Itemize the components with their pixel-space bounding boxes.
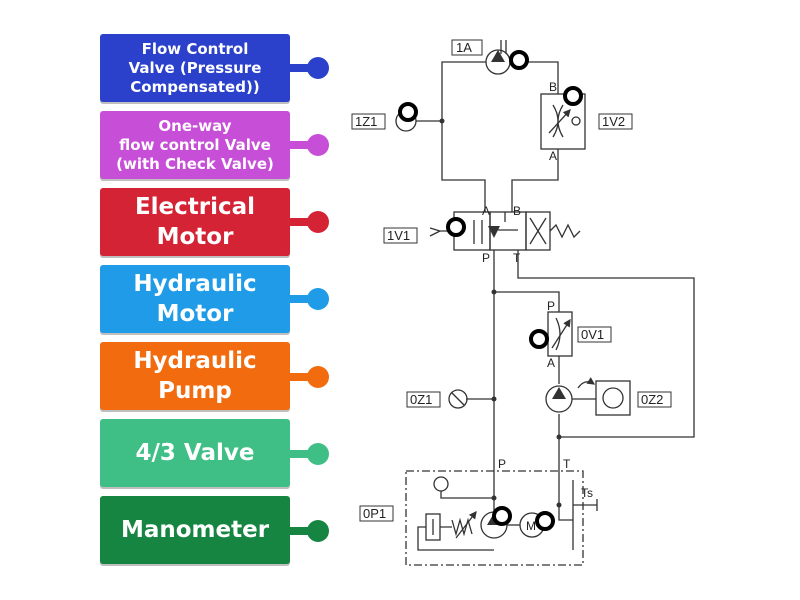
port-T-0P1: T: [563, 457, 571, 471]
line-1A-to-1V2: [441, 61, 486, 212]
tile-line: Manometer: [120, 517, 270, 543]
line-to-0V1: [494, 291, 560, 312]
label-0Z1: 0Z1: [410, 392, 432, 407]
drag-handle-hydraulic-pump[interactable]: [307, 366, 329, 388]
tile-line: (with Check Valve): [116, 154, 274, 173]
tile-valve-43[interactable]: 4/3 Valve: [100, 419, 290, 487]
label-0P1: 0P1: [363, 506, 386, 521]
drag-handle-hydraulic-motor[interactable]: [307, 288, 329, 310]
label-1Z1: 1Z1: [355, 114, 377, 129]
tile-line: One-way: [158, 116, 232, 135]
port-B-1V2: B: [549, 80, 557, 94]
label-0Z2: 0Z2: [641, 392, 663, 407]
drag-handle-flow-control-valve[interactable]: [307, 57, 329, 79]
tile-manometer[interactable]: Manometer: [100, 496, 290, 564]
line-T-return: [517, 250, 695, 438]
drag-handle-electrical-motor[interactable]: [307, 211, 329, 233]
label-1V1: 1V1: [387, 228, 410, 243]
1V2-valve-symbol: [540, 93, 586, 150]
drop-target-1V1[interactable]: [446, 217, 466, 237]
port-B-1V1: B: [513, 204, 521, 218]
label-1A: 1A: [456, 40, 472, 55]
port-P-1V1: P: [482, 251, 490, 265]
connector-bar: [286, 527, 316, 535]
connector-bar: [286, 218, 316, 226]
drop-target-1V2[interactable]: [563, 86, 583, 106]
tile-line: Compensated)): [130, 77, 260, 96]
connector-bar: [286, 64, 316, 72]
0P1-power-unit-box: [405, 470, 584, 566]
connector-bar: [286, 373, 316, 381]
label-0V1: 0V1: [581, 327, 604, 342]
tile-line: Flow Control: [141, 39, 249, 58]
tile-line: Pump: [158, 378, 232, 404]
connector-bar: [286, 141, 316, 149]
motor-letter: M: [526, 519, 536, 533]
port-A-0V1: A: [547, 356, 555, 370]
drop-target-1A[interactable]: [509, 50, 529, 70]
drop-target-0P1-pump[interactable]: [492, 506, 512, 526]
port-A-1V1: A: [482, 204, 490, 218]
line-1V2-to-valve: [511, 160, 559, 212]
0V1-valve-symbol: [547, 311, 573, 357]
line-0Z2-to-T: [558, 414, 573, 521]
tile-line: Hydraulic: [133, 271, 257, 297]
connector-bar: [286, 295, 316, 303]
port-P-0P1: P: [498, 457, 506, 471]
port-T-1V1: T: [513, 251, 521, 265]
drop-target-0V1[interactable]: [529, 329, 549, 349]
port-Ts: Ts: [581, 486, 593, 500]
drag-handle-valve-43[interactable]: [307, 443, 329, 465]
port-A-1V2: A: [549, 149, 557, 163]
drag-handle-manometer[interactable]: [307, 520, 329, 542]
tile-line: flow control Valve: [119, 135, 271, 154]
drag-handle-one-way-flow-control[interactable]: [307, 134, 329, 156]
port-P-0V1: P: [547, 299, 555, 313]
tile-line: 4/3 Valve: [135, 440, 255, 466]
tile-line: Electrical: [134, 194, 256, 220]
label-1V2: 1V2: [602, 114, 625, 129]
tile-line: Motor: [156, 224, 234, 250]
connector-bar: [286, 450, 316, 458]
drop-target-0P1-motor[interactable]: [535, 511, 555, 531]
drop-target-1Z1[interactable]: [398, 102, 418, 122]
tile-line: Hydraulic: [133, 348, 257, 374]
tile-line: Valve (Pressure: [128, 58, 262, 77]
tile-line: Motor: [156, 301, 234, 327]
